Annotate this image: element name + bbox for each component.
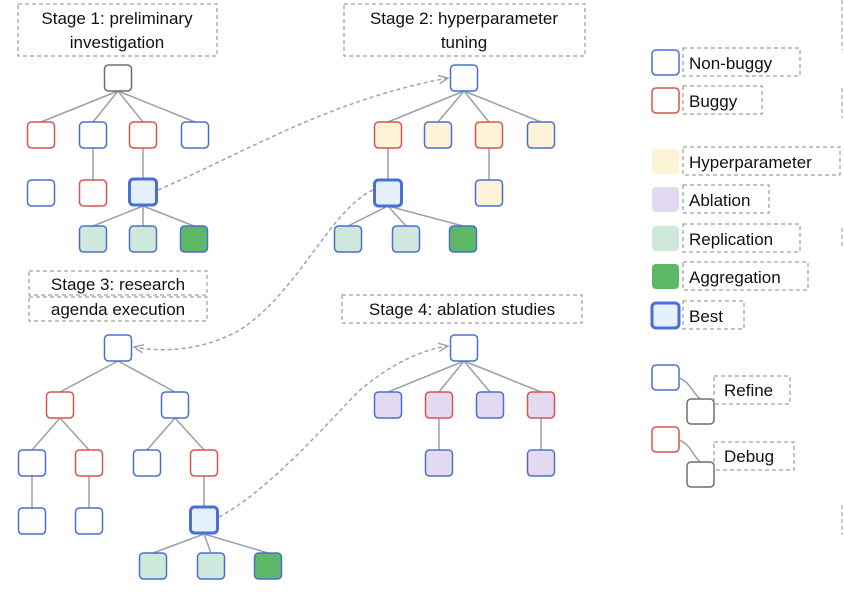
stage-4-title-line-1: Stage 4: ablation studies bbox=[369, 300, 555, 319]
node-s3-root bbox=[103, 334, 133, 362]
debug-parent-node bbox=[651, 426, 680, 453]
stage-2-title-line-1: Stage 2: hyperparameter bbox=[370, 9, 558, 28]
legend-item-aggregation: Aggregation bbox=[652, 261, 809, 291]
arrow-stage3-to-stage4 bbox=[218, 346, 448, 518]
stage-3-title-line-1: Stage 3: research bbox=[51, 275, 185, 294]
legend-label-refine: Refine bbox=[724, 381, 773, 400]
legend-item-replication: Replication bbox=[652, 223, 801, 253]
legend-label-aggregation: Aggregation bbox=[689, 268, 781, 287]
node-s1-c bbox=[128, 121, 158, 149]
stage-1-title-line-2: investigation bbox=[70, 33, 165, 52]
legend-item-ablation: Ablation bbox=[652, 184, 770, 214]
node-s2-e bbox=[474, 179, 504, 207]
node-s4-c bbox=[475, 391, 505, 419]
node-s1-agg bbox=[179, 225, 209, 253]
node-s3-a bbox=[45, 391, 75, 419]
legend-item-best: Best bbox=[650, 300, 745, 330]
stage-1-title-line-1: Stage 1: preliminary bbox=[41, 9, 193, 28]
legend-swatch-hyperparameter bbox=[652, 149, 679, 174]
node-s4-a bbox=[373, 391, 403, 419]
legend-item-nonbuggy: Non-buggy bbox=[651, 47, 801, 77]
tree-edges bbox=[31, 90, 542, 554]
legend-swatch-replication bbox=[652, 226, 679, 251]
node-s3-best bbox=[189, 505, 219, 535]
legend-item-hyperparameter: Hyperparameter bbox=[652, 146, 841, 176]
legend-swatch-nonbuggy bbox=[651, 49, 680, 76]
legend-swatch-ablation bbox=[652, 187, 679, 212]
stage-3-title-line-2: agenda execution bbox=[51, 300, 185, 319]
debug-child-node bbox=[686, 461, 715, 488]
legend-label-ablation: Ablation bbox=[689, 191, 750, 210]
stage-3-title: Stage 3: research agenda execution bbox=[28, 270, 208, 322]
node-s1-a bbox=[26, 121, 56, 149]
node-s3-rep2 bbox=[196, 552, 226, 580]
node-s2-b bbox=[423, 121, 453, 149]
node-s2-c bbox=[474, 121, 504, 149]
node-s2-a bbox=[373, 121, 403, 149]
node-s2-d bbox=[526, 121, 556, 149]
node-s3-b bbox=[160, 391, 190, 419]
legend-label-nonbuggy: Non-buggy bbox=[689, 54, 773, 73]
node-s1-rep1 bbox=[78, 225, 108, 253]
node-s1-f bbox=[78, 179, 108, 207]
arrow-stage1-to-stage2 bbox=[157, 78, 448, 191]
legend-label-best: Best bbox=[689, 307, 723, 326]
refine-parent-node bbox=[651, 364, 680, 391]
node-s3-e bbox=[132, 449, 162, 477]
legend-swatch-best bbox=[650, 301, 681, 330]
node-s3-c bbox=[17, 449, 47, 477]
node-s4-b bbox=[424, 391, 454, 419]
node-s2-rep2 bbox=[391, 225, 421, 253]
legend-swatch-buggy bbox=[651, 87, 680, 114]
stage-2-title: Stage 2: hyperparameter tuning bbox=[343, 3, 586, 57]
node-s4-root bbox=[449, 334, 479, 362]
node-s3-h bbox=[74, 507, 104, 535]
node-s1-root bbox=[103, 64, 133, 92]
node-s1-e bbox=[26, 179, 56, 207]
legend-debug: Debug bbox=[651, 426, 795, 488]
node-s4-d bbox=[526, 391, 556, 419]
node-s3-rep1 bbox=[138, 552, 168, 580]
node-s1-d bbox=[180, 121, 210, 149]
node-s3-f bbox=[189, 449, 219, 477]
node-s2-root bbox=[449, 64, 479, 92]
node-s3-g bbox=[17, 507, 47, 535]
legend-label-hyperparameter: Hyperparameter bbox=[689, 153, 812, 172]
arrow-stage2-best-to-stage3-root bbox=[134, 189, 374, 350]
node-s1-best bbox=[128, 177, 158, 207]
legend-refine: Refine bbox=[651, 364, 791, 425]
stage-transition-arrows bbox=[134, 78, 448, 518]
node-s2-rep1 bbox=[333, 225, 363, 253]
node-s4-e bbox=[424, 449, 454, 477]
node-s3-d bbox=[74, 449, 104, 477]
legend-label-buggy: Buggy bbox=[689, 92, 738, 111]
node-s4-f bbox=[526, 449, 556, 477]
legend-label-debug: Debug bbox=[724, 447, 774, 466]
legend-label-replication: Replication bbox=[689, 230, 773, 249]
refine-child-node bbox=[686, 398, 715, 425]
legend: Non-buggy Buggy Hyperparameter Ablation bbox=[650, 0, 843, 535]
node-s3-agg bbox=[253, 552, 283, 580]
node-s1-b bbox=[78, 121, 108, 149]
stage-1-title: Stage 1: preliminary investigation bbox=[17, 3, 218, 57]
node-s2-best bbox=[373, 178, 403, 208]
node-s1-rep2 bbox=[128, 225, 158, 253]
node-s2-agg bbox=[448, 225, 478, 253]
stage-2-title-line-2: tuning bbox=[441, 33, 487, 52]
legend-item-buggy: Buggy bbox=[651, 85, 763, 115]
legend-swatch-aggregation bbox=[652, 264, 679, 289]
stage-4-title: Stage 4: ablation studies bbox=[341, 294, 583, 324]
tree-nodes bbox=[17, 64, 556, 580]
